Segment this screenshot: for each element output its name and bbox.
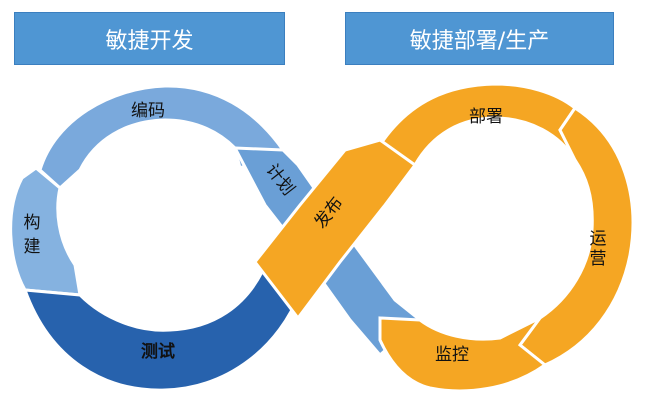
label-test: 测试 [141,341,175,362]
segment-monitor [378,316,548,393]
label-build-top: 构 [24,213,41,233]
segment-release [253,138,418,321]
segment-operate [517,105,635,367]
label-deploy: 部署 [469,107,503,127]
segment-build [9,166,82,297]
segment-code [38,84,286,191]
label-build-bottom: 建 [24,237,41,257]
label-monitor: 监控 [435,345,469,365]
label-code: 编码 [131,101,165,121]
dev-header: 敏捷开发 [14,12,285,65]
label-operate-bottom: 营 [590,249,607,269]
label-operate-top: 运 [590,229,607,249]
ops-header: 敏捷部署/生产 [345,12,614,65]
